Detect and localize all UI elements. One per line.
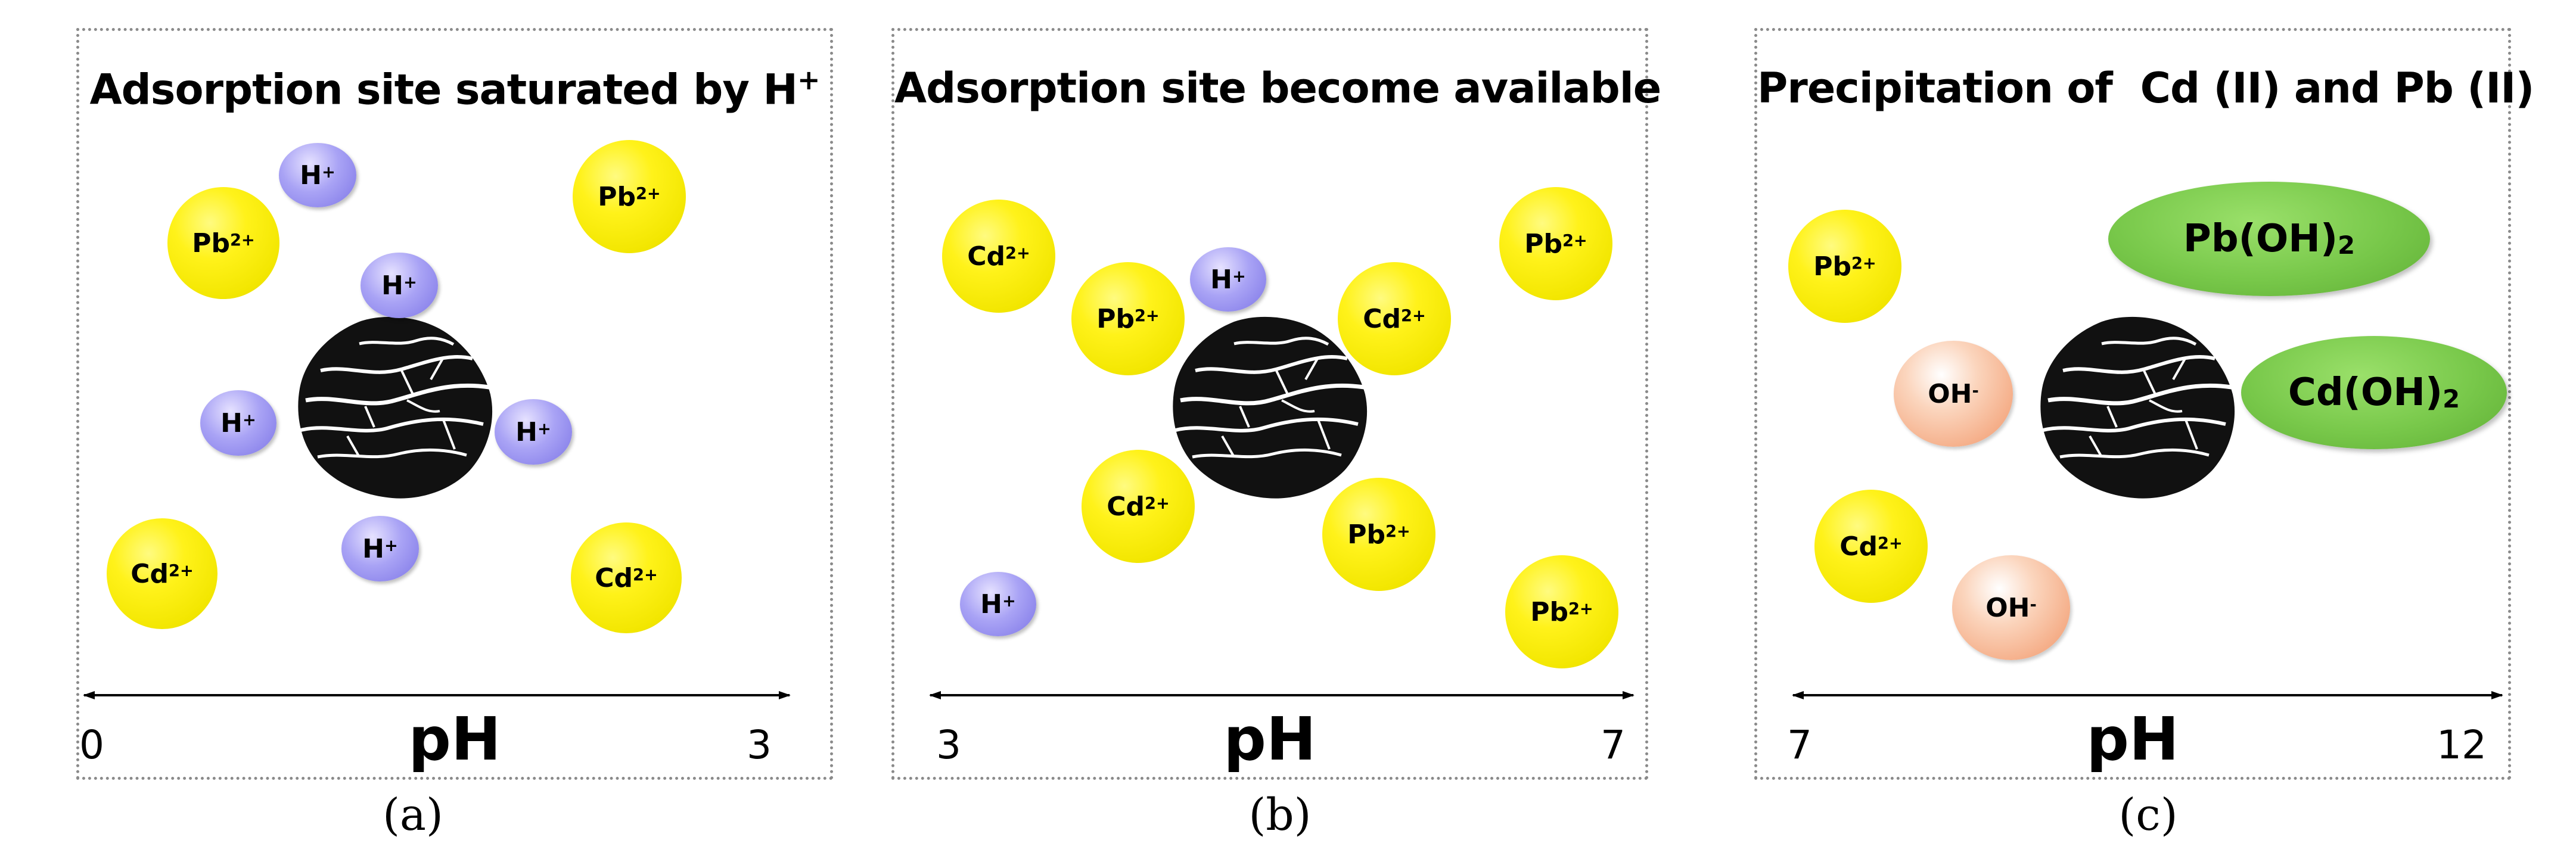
axis-max-label: 3	[747, 722, 772, 768]
ph-axis	[83, 691, 791, 699]
axis-min-label: 0	[79, 722, 104, 768]
panel-title: Precipitation of Cd (II) and Pb (II)	[1757, 64, 2534, 113]
proton: H+	[200, 390, 276, 456]
caption-c: (c)	[2118, 789, 2178, 841]
axis-max-label: 7	[1601, 722, 1626, 768]
axis-name: pH	[408, 704, 501, 774]
adsorbent-particle	[294, 311, 496, 502]
proton: H+	[361, 253, 438, 318]
axis-min-label: 7	[1787, 722, 1812, 768]
proton: H+	[960, 572, 1036, 636]
caption-a: (a)	[383, 789, 443, 841]
hydroxide-ion: OH-	[1894, 341, 2013, 447]
proton: H+	[279, 143, 356, 207]
adsorbent-particle	[1169, 311, 1371, 502]
proton: H+	[341, 516, 419, 581]
axis-min-label: 3	[936, 722, 961, 768]
proton: H+	[1190, 247, 1266, 312]
caption-b: (b)	[1248, 789, 1312, 841]
panel-title: Adsorption site saturated by H+	[89, 64, 821, 114]
proton: H+	[495, 399, 572, 465]
ph-axis	[929, 691, 1635, 699]
adsorbent-particle	[2036, 311, 2239, 502]
panel-title: Adsorption site become available	[894, 64, 1661, 113]
hydroxide-ion: OH-	[1952, 555, 2070, 660]
lead-hydroxide-precipitate: Pb(OH)2	[2108, 182, 2430, 296]
ph-axis	[1792, 691, 2503, 699]
cadmium-hydroxide-precipitate: Cd(OH)2	[2241, 336, 2507, 449]
axis-name: pH	[2086, 704, 2179, 774]
axis-name: pH	[1223, 704, 1316, 774]
axis-max-label: 12	[2437, 722, 2487, 768]
